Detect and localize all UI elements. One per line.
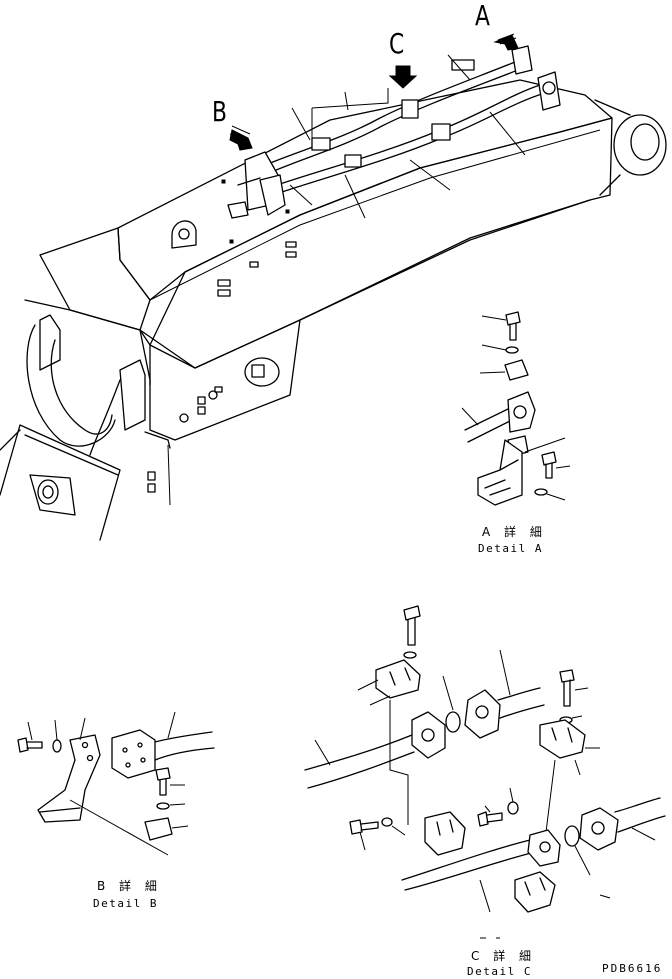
view-arrow-c — [388, 65, 418, 89]
boom-assembly — [0, 33, 667, 541]
detail-a — [461, 311, 571, 506]
view-arrow-b — [229, 125, 253, 151]
view-label-c: C — [389, 27, 405, 60]
detail-c-title-jp: C 詳 細 — [471, 949, 537, 963]
detail-a-title-en: Detail A — [478, 542, 543, 555]
view-label-a: A — [475, 0, 490, 32]
detail-b-title-jp: B 詳 細 — [97, 879, 162, 893]
detail-b — [17, 711, 215, 856]
detail-c — [304, 605, 666, 939]
detail-a-title-jp: A 詳 細 — [482, 525, 547, 539]
view-arrow-a — [493, 33, 519, 51]
view-label-b: B — [212, 95, 227, 128]
drawing-code: PDB6616 — [602, 962, 663, 975]
detail-c-title-en: Detail C — [467, 965, 532, 978]
detail-b-title-en: Detail B — [93, 897, 158, 910]
